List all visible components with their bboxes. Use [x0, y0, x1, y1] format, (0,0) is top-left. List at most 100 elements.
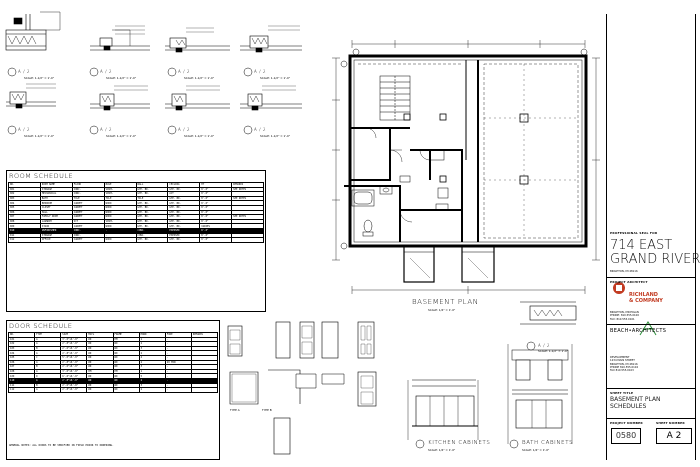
detail-7: [165, 85, 230, 111]
basement-floor-plan: [332, 40, 600, 294]
right-detail-caption: A / 2: [538, 343, 551, 348]
detail-caption: A / 2: [18, 69, 31, 74]
firm-info: BRIGHTON, MICHIGAN PHONE: 810.555.0100 F…: [610, 311, 639, 321]
schedule-cell: A: [34, 387, 62, 393]
detail-scale: SCALE: 1-1/2" = 1'-0": [106, 134, 137, 138]
elevation-label: TYPE A: [230, 408, 240, 412]
detail-caption: A / 2: [18, 127, 31, 132]
sheet-title-label: SHEET TITLE: [610, 391, 634, 395]
interior-walls: [344, 127, 463, 242]
schedule-cell: OFFICE: [39, 237, 73, 243]
detail-scale: SCALE: 1-1/2" = 1'-0": [184, 134, 215, 138]
elevation-label: TYPE B: [262, 408, 272, 412]
divider: [607, 388, 695, 389]
address-line-1: 714 EAST: [610, 238, 673, 253]
bath-cabinets-caption: BATH CABINETS: [522, 440, 574, 446]
firm-name: RICHLAND & COMPANY: [629, 292, 663, 304]
sheet-number: A 2: [656, 428, 692, 444]
project-number-label: PROJECT NUMBER: [610, 421, 643, 425]
sheet-title: BASEMENT PLAN SCHEDULES: [610, 396, 661, 410]
schedule-cell: 2'-8"x6'-8": [60, 387, 88, 393]
grid-bubbles: [340, 48, 588, 250]
detail-caption: A / 2: [254, 69, 267, 74]
architect-logo-icon: [639, 321, 657, 336]
detail-4: [240, 25, 302, 53]
dimension-lines: [332, 40, 600, 294]
detail-scale: SCALE: 1-1/2" = 1'-0": [106, 76, 137, 80]
schedule-cell: GYP. BD.: [135, 237, 169, 243]
room-schedule-title: ROOM SCHEDULE: [9, 172, 74, 180]
schedule-cell: CARPET: [71, 237, 105, 243]
detail-caption: A / 2: [178, 127, 191, 132]
detail-callouts: [7, 67, 253, 135]
plan-scale: SCALE: 1/4" = 1'-0": [428, 308, 456, 312]
stair: [379, 75, 411, 121]
door-schedule-title: DOOR SCHEDULE: [9, 322, 73, 330]
areaway: [403, 245, 495, 283]
schedule-cell: WD: [112, 387, 140, 393]
detail-scale: SCALE: 1-1/2" = 1'-0": [184, 76, 215, 80]
schedule-cell: [231, 237, 264, 243]
schedule-cell: 012: [8, 237, 41, 243]
wall-section-details: [5, 11, 302, 135]
schedule-cell: 2: [138, 387, 166, 393]
detail-8: [240, 85, 302, 111]
detail-6: [90, 85, 150, 111]
detail-caption: A / 2: [178, 69, 191, 74]
detail-1: [5, 11, 61, 51]
cabinet-scale: SCALE: 1/4" = 1'-0": [428, 448, 456, 452]
detail-2: [90, 25, 150, 51]
detail-scale: SCALE: 1-1/2" = 1'-0": [24, 134, 55, 138]
project-city: BRIGHTON, MI 48116: [610, 270, 638, 273]
sheet-number-label: SHEET NUMBER: [656, 421, 685, 425]
schedule-cell: GYP. BD.: [167, 237, 201, 243]
detail-5: [6, 83, 56, 109]
architect-name: BEACH•ARCHITECTS: [610, 328, 667, 334]
detail-scale: SCALE: 1-1/2" = 1'-0": [24, 76, 55, 80]
schedule-cell: -: [164, 387, 192, 393]
architect-info: DEVELOPMENT 1234 MAIN STREET BRIGHTON, M…: [610, 356, 639, 373]
project-address: 714 EAST GRAND RIVER: [610, 239, 700, 267]
schedule-cell: 8'-0": [199, 237, 233, 243]
divider: [607, 277, 695, 278]
detail-scale: SCALE: 1-1/2" = 1'-0": [260, 76, 291, 80]
schedule-cell: 112: [7, 387, 36, 393]
schedule-cell: [190, 387, 219, 393]
firm-header: PROFESSIONAL SEAL FOR: [610, 231, 658, 235]
project-architect-label: PROJECT ARCHITECT: [610, 280, 648, 284]
detail-caption: A / 2: [100, 127, 113, 132]
door-schedule-notes: GENERAL NOTES: ALL DOORS TO BE VERIFIED …: [9, 444, 114, 447]
project-number: 0580: [611, 428, 641, 444]
schedule-cell: WD: [86, 387, 114, 393]
divider: [607, 418, 695, 419]
divider: [607, 324, 695, 325]
detail-3: [165, 27, 230, 53]
plan-title: BASEMENT PLAN: [412, 298, 479, 306]
schedule-cell: WOOD: [103, 237, 137, 243]
title-block: PROFESSIONAL SEAL FOR 714 EAST GRAND RIV…: [606, 14, 700, 460]
kitchen-cabinets-caption: KITCHEN CABINETS: [428, 440, 491, 446]
cabinet-elevations: [407, 301, 577, 449]
cabinet-scale: SCALE: 1/4" = 1'-0": [522, 448, 550, 452]
right-detail-scale: SCALE: 1-1/2" = 1'-0": [538, 349, 569, 353]
door-elevations: [227, 321, 377, 455]
detail-caption: A / 2: [100, 69, 113, 74]
detail-scale: SCALE: 1-1/2" = 1'-0": [260, 134, 291, 138]
firm-logo-icon: [613, 282, 625, 294]
address-line-2: GRAND RIVER: [610, 252, 700, 267]
detail-caption: A / 2: [254, 127, 267, 132]
